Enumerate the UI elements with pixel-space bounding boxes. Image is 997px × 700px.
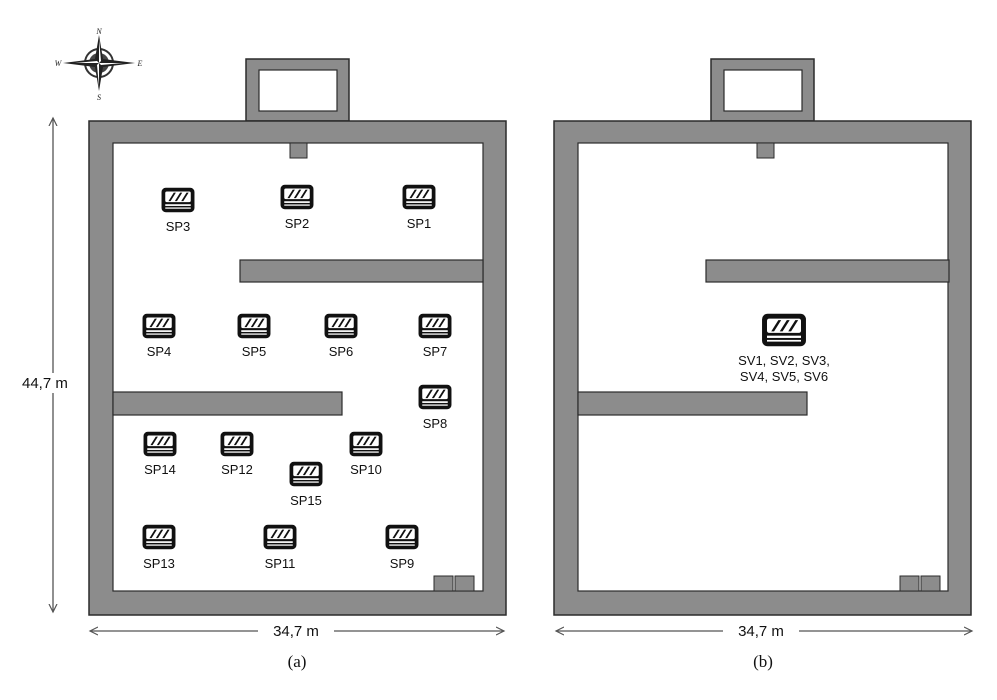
- sensor-label: SP1: [407, 216, 432, 231]
- sensor-icon: [762, 313, 806, 347]
- width-label-b: 34,7 m: [738, 623, 784, 640]
- compass-north-label: N: [95, 27, 102, 36]
- sensor-icon: [349, 431, 383, 457]
- sensor-icon: [402, 184, 436, 210]
- sensor-label: SP5: [242, 344, 267, 359]
- compass-icon: N S E W: [55, 27, 143, 102]
- sensor-label: SP4: [147, 344, 172, 359]
- floor-plan-a: SP3 SP2 SP1 SP4 SP5 SP6 SP7 SP8: [88, 58, 507, 616]
- sensor-icon: [418, 384, 452, 410]
- sensor-sp15: SP15: [289, 461, 323, 508]
- sensor-icon: [324, 313, 358, 339]
- sensor-sp9: SP9: [385, 524, 419, 571]
- sensor-label: SP12: [221, 462, 253, 477]
- sensor-icon: [418, 313, 452, 339]
- sensor-label: SP2: [285, 216, 310, 231]
- sensor-label: SP7: [423, 344, 448, 359]
- sensor-sp2: SP2: [280, 184, 314, 231]
- floor-plan-b: SV1, SV2, SV3, SV4, SV5, SV6: [553, 58, 972, 616]
- sensor-sp1: SP1: [402, 184, 436, 231]
- sensor-icon: [280, 184, 314, 210]
- width-label-a: 34,7 m: [273, 623, 319, 640]
- sensor-icon: [385, 524, 419, 550]
- sensor-icon: [237, 313, 271, 339]
- sensor-label: SP10: [350, 462, 382, 477]
- sensor-icon: [289, 461, 323, 487]
- width-dimension-b: 34,7 m: [556, 622, 972, 640]
- sensor-label: SP3: [166, 219, 191, 234]
- compass-south-label: S: [97, 93, 101, 102]
- sensor-sp3: SP3: [161, 187, 195, 234]
- sensor-sp5: SP5: [237, 313, 271, 359]
- sensor-label-line2: SV4, SV5, SV6: [740, 369, 828, 384]
- height-label: 44,7 m: [22, 375, 68, 392]
- sensor-label: SP11: [265, 556, 296, 571]
- sensor-icon: [143, 431, 177, 457]
- compass-west-label: W: [55, 59, 63, 68]
- sensor-sp12: SP12: [220, 431, 254, 477]
- sensor-sp11: SP11: [263, 524, 297, 571]
- sensor-sp14: SP14: [143, 431, 177, 477]
- caption-b: (b): [753, 652, 773, 671]
- sensor-sp10: SP10: [349, 431, 383, 477]
- sensor-label-line1: SV1, SV2, SV3,: [738, 353, 830, 368]
- width-dimension-a: 34,7 m: [90, 622, 504, 640]
- sensor-label: SP8: [423, 416, 448, 431]
- sensor-icon: [142, 313, 176, 339]
- sensor-label: SP14: [144, 462, 176, 477]
- sensor-icon: [263, 524, 297, 550]
- sensor-icon: [220, 431, 254, 457]
- sensor-label: SP15: [290, 493, 322, 508]
- sensor-sp8: SP8: [418, 384, 452, 431]
- height-dimension: 44,7 m: [20, 118, 88, 612]
- sensor-sp7: SP7: [418, 313, 452, 359]
- caption-a: (a): [288, 652, 307, 671]
- sensor-label: SP9: [390, 556, 415, 571]
- sensor-icon: [142, 524, 176, 550]
- sensor-label: SP13: [143, 556, 175, 571]
- sensor-icon: [161, 187, 195, 213]
- compass-east-label: E: [137, 59, 143, 68]
- sensor-sp4: SP4: [142, 313, 176, 359]
- sensor-sv-group: SV1, SV2, SV3, SV4, SV5, SV6: [738, 313, 830, 384]
- sensor-sp6: SP6: [324, 313, 358, 359]
- sensor-sp13: SP13: [142, 524, 176, 571]
- sensor-label: SP6: [329, 344, 354, 359]
